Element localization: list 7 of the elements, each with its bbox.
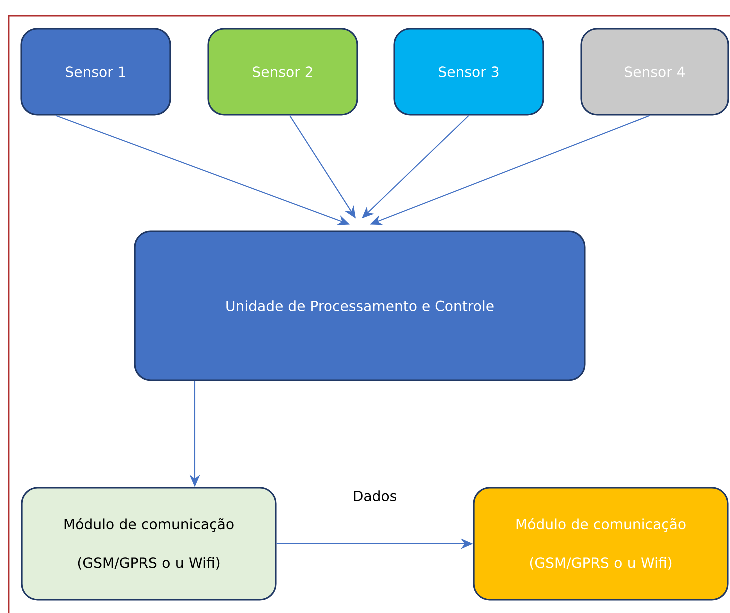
module-box: Módulo de comunicação (GSM/GPRS o u Wifi) — [473, 487, 729, 601]
sensor-box: Sensor 2 — [208, 28, 358, 116]
sensor-box: Sensor 3 — [394, 28, 544, 116]
edge-label: Dados — [351, 488, 399, 504]
module-box: Módulo de comunicação (GSM/GPRS o u Wifi) — [21, 487, 277, 601]
sensor-box: Sensor 1 — [20, 28, 172, 116]
process-box: Unidade de Processamento e Controle — [134, 230, 586, 382]
